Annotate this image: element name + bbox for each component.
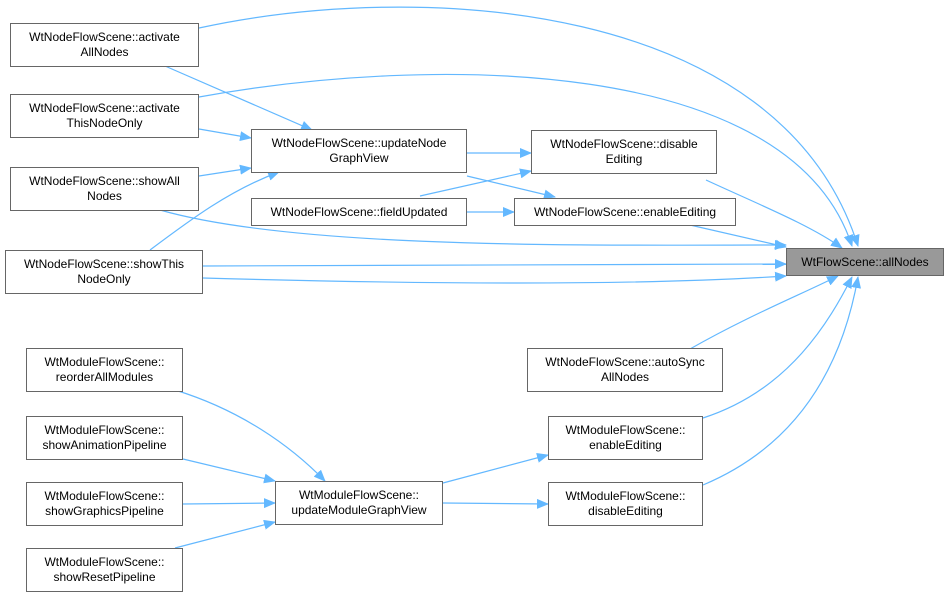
node-show-all-nodes-label-0: WtNodeFlowScene::showAll bbox=[29, 174, 180, 188]
node-node-disable-editing-label-1: Editing bbox=[605, 152, 643, 166]
node-show-animation-pipeline-label-1: showAnimationPipeline bbox=[42, 438, 167, 452]
edge-show-all-to-allnodes bbox=[159, 209, 787, 251]
edge-show-this-from-allnodes bbox=[202, 271, 787, 284]
edge-update-module-to-module-disable bbox=[442, 498, 549, 509]
edge-field-updated-to-node-disable bbox=[419, 168, 532, 197]
edge-activate-this-to-allnodes bbox=[198, 73, 854, 247]
edge-autosync-to-allnodes bbox=[689, 275, 839, 350]
edge-activate-all-to-update-node bbox=[164, 65, 313, 131]
node-show-this-node-only-label-0: WtNodeFlowScene::showThis bbox=[23, 257, 185, 271]
edge-show-this-to-update-node bbox=[149, 171, 280, 251]
node-update-node-graph-view-label-0: WtNodeFlowScene::updateNode bbox=[271, 136, 447, 150]
node-show-animation-pipeline-label-0: WtModuleFlowScene:: bbox=[44, 423, 165, 437]
node-show-graphics-pipeline[interactable]: WtModuleFlowScene:: showGraphicsPipeline bbox=[26, 482, 183, 526]
node-show-graphics-pipeline-label-1: showGraphicsPipeline bbox=[45, 504, 164, 518]
node-show-reset-pipeline-label-1: showResetPipeline bbox=[53, 570, 156, 584]
node-update-node-graph-view[interactable]: WtNodeFlowScene::updateNode GraphView bbox=[251, 129, 467, 173]
node-auto-sync-all-nodes[interactable]: WtNodeFlowScene::autoSync AllNodes bbox=[527, 348, 723, 392]
node-module-disable-editing-label-0: WtModuleFlowScene:: bbox=[565, 489, 686, 503]
node-module-enable-editing[interactable]: WtModuleFlowScene:: enableEditing bbox=[548, 416, 703, 460]
node-field-updated-label-0: WtNodeFlowScene::fieldUpdated bbox=[270, 204, 448, 219]
node-update-module-graph-view[interactable]: WtModuleFlowScene:: updateModuleGraphVie… bbox=[275, 481, 443, 525]
node-update-module-graph-view-label-1: updateModuleGraphView bbox=[291, 503, 427, 517]
edge-activate-this-to-update-node bbox=[198, 128, 252, 142]
node-reorder-all-modules-label-0: WtModuleFlowScene:: bbox=[44, 355, 165, 369]
node-activate-this-node-only-label-1: ThisNodeOnly bbox=[66, 116, 143, 130]
node-reorder-all-modules[interactable]: WtModuleFlowScene:: reorderAllModules bbox=[26, 348, 183, 392]
node-module-disable-editing-label-1: disableEditing bbox=[588, 504, 663, 518]
edge-show-all-to-update-node bbox=[198, 164, 252, 177]
node-show-all-nodes-label-1: Nodes bbox=[87, 189, 122, 203]
edge-graphics-to-update-module bbox=[182, 498, 276, 509]
node-node-enable-editing-label-0: WtNodeFlowScene::enableEditing bbox=[533, 204, 717, 219]
node-allnodes[interactable]: WtFlowScene::allNodes bbox=[786, 248, 944, 276]
edge-module-enable-to-allnodes bbox=[702, 276, 853, 419]
edge-animation-to-update-module bbox=[182, 458, 276, 484]
node-show-reset-pipeline-label-0: WtModuleFlowScene:: bbox=[44, 555, 165, 569]
node-module-enable-editing-label-0: WtModuleFlowScene:: bbox=[565, 423, 686, 437]
node-activate-all-nodes[interactable]: WtNodeFlowScene::activate AllNodes bbox=[10, 23, 199, 67]
node-update-node-graph-view-label-1: GraphView bbox=[329, 151, 389, 165]
node-show-all-nodes[interactable]: WtNodeFlowScene::showAll Nodes bbox=[10, 167, 199, 211]
node-update-module-graph-view-label-0: WtModuleFlowScene:: bbox=[298, 488, 420, 502]
edge-module-disable-to-allnodes bbox=[702, 276, 861, 486]
edge-show-this-to-allnodes bbox=[202, 259, 787, 270]
node-auto-sync-all-nodes-label-0: WtNodeFlowScene::autoSync bbox=[545, 355, 705, 369]
node-reorder-all-modules-label-1: reorderAllModules bbox=[55, 370, 154, 384]
edge-activate-all-to-allnodes bbox=[198, 6, 860, 247]
edge-node-enable-to-allnodes bbox=[689, 224, 787, 250]
node-module-disable-editing[interactable]: WtModuleFlowScene:: disableEditing bbox=[548, 482, 703, 526]
node-show-graphics-pipeline-label-0: WtModuleFlowScene:: bbox=[44, 489, 165, 503]
node-activate-this-node-only-label-0: WtNodeFlowScene::activate bbox=[29, 101, 180, 115]
node-show-reset-pipeline[interactable]: WtModuleFlowScene:: showResetPipeline bbox=[26, 548, 183, 592]
node-field-updated[interactable]: WtNodeFlowScene::fieldUpdated bbox=[251, 198, 467, 226]
node-allnodes-label-0: WtFlowScene::allNodes bbox=[801, 254, 929, 269]
edge-reorder-to-update-module bbox=[174, 389, 326, 482]
node-module-enable-editing-label-1: enableEditing bbox=[589, 438, 662, 452]
node-show-this-node-only-label-1: NodeOnly bbox=[77, 272, 131, 286]
edge-update-node-to-node-enable bbox=[466, 175, 556, 200]
node-show-this-node-only[interactable]: WtNodeFlowScene::showThis NodeOnly bbox=[5, 250, 203, 294]
node-activate-this-node-only[interactable]: WtNodeFlowScene::activate ThisNodeOnly bbox=[10, 94, 199, 138]
edge-update-module-to-module-enable bbox=[442, 453, 549, 484]
edge-node-disable-to-allnodes bbox=[705, 179, 843, 249]
node-node-disable-editing-label-0: WtNodeFlowScene::disable bbox=[550, 137, 698, 151]
edge-reset-to-update-module bbox=[174, 519, 276, 549]
node-node-enable-editing[interactable]: WtNodeFlowScene::enableEditing bbox=[514, 198, 736, 226]
node-node-disable-editing[interactable]: WtNodeFlowScene::disable Editing bbox=[531, 130, 717, 174]
node-activate-all-nodes-label-1: AllNodes bbox=[80, 45, 129, 59]
node-activate-all-nodes-label-0: WtNodeFlowScene::activate bbox=[29, 30, 180, 44]
node-auto-sync-all-nodes-label-1: AllNodes bbox=[600, 370, 650, 384]
node-show-animation-pipeline[interactable]: WtModuleFlowScene:: showAnimationPipelin… bbox=[26, 416, 183, 460]
